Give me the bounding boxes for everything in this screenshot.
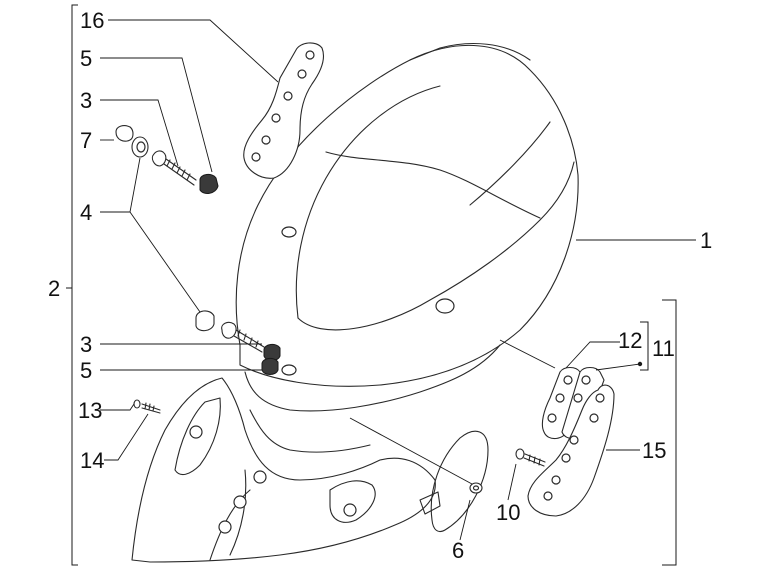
upper-hardware [115,125,219,194]
bolt-head-3-lower [221,321,237,339]
callout-4: 4 [80,200,92,225]
oval-cover [430,430,489,533]
callout-11: 11 [652,336,675,361]
fairing-hole-1 [253,470,267,484]
bolt-3-lower [233,329,265,353]
callout-2: 2 [48,276,60,301]
screw-13-14 [133,399,161,414]
fairing-hole-4 [343,503,357,517]
fairing-body [131,377,441,563]
leader-lines [100,19,696,541]
callout-13: 13 [78,398,102,423]
nut-6 [469,482,483,494]
cap-7 [115,125,134,142]
assembly-bracket-15 [662,299,677,566]
fairing-hole-2 [233,495,247,509]
callout-16: 16 [80,8,104,33]
washer-4-lower [195,310,215,332]
screw-10 [515,448,546,467]
bolt-3-upper [163,158,197,186]
callout-3-lower: 3 [80,332,92,357]
callout-10: 10 [496,500,520,525]
fairing-hole-3 [218,520,232,534]
spacer-5-lower-b [261,357,279,375]
mounting-plate-16 [243,42,325,179]
lower-hardware [195,310,281,375]
windshield-hole-center [435,298,455,314]
callout-15: 15 [642,438,666,463]
callout-12: 12 [618,328,642,353]
windshield-trim [244,344,501,412]
callout-5-lower: 5 [80,358,92,383]
spacer-5-upper [199,173,219,194]
bracket-15 [527,384,615,517]
callout-7: 7 [80,128,92,153]
leader-dot-11 [637,361,643,367]
windshield-hole-lower [281,364,297,376]
bolt-head-3-upper [151,150,167,167]
fairing-hole-5 [189,425,203,439]
bracket-12 [541,366,605,440]
windshield-hole-upper [281,226,297,238]
callout-5-upper: 5 [80,46,92,71]
callout-14: 14 [80,448,104,473]
callout-1: 1 [700,228,712,253]
assembly-bracket-11 [640,321,649,371]
callout-6: 6 [452,538,464,563]
assembly-bracket-2 [66,4,78,566]
callout-3-upper: 3 [80,88,92,113]
windshield [235,43,579,387]
